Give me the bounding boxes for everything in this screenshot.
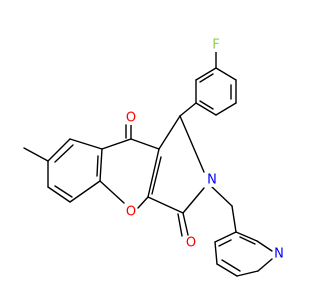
atom-O-ring: O [124,205,138,220]
bond-chromone [99,180,125,204]
bond-benzo [69,138,103,150]
bond-lactam-co2 [177,213,183,237]
bond-n-ch2 [211,186,233,207]
bond-ring1 [195,102,217,116]
atom-N-pyridine: N [272,247,286,262]
atom-label-O-ketone: O [126,111,136,126]
bond-lactam-ring [147,196,184,214]
bond-pyr [214,241,218,265]
bond-lactam-ring [179,115,205,173]
bond-layer [23,51,273,277]
atom-O-lactam: O [184,236,198,251]
bond-chromone [101,138,132,150]
bond-pyr-inner [221,259,241,272]
bond-benzo-inner [54,144,74,163]
bond-methyl [23,147,49,162]
bond-aryl-c1 [179,102,197,117]
bond-pyr [236,270,259,277]
atom-label-O-lactam: O [186,236,196,251]
atom-label-N-lactam: N [207,173,217,188]
atom-N-lactam: N [205,173,219,188]
atom-label-N-pyridine: N [274,247,284,262]
bond-ch2-pyr [231,205,237,233]
atom-label-O-ring: O [126,205,136,220]
bond-benzo-inner [54,185,73,198]
bond-ring1 [215,67,237,81]
bond-pyr [256,240,273,252]
bond-benzo [69,180,101,203]
bond-chromone [130,138,160,150]
bond-lactam-ring [147,148,160,198]
atom-label-F: F [212,38,219,53]
bond-lactam-inner [151,156,162,195]
bond-ring1-inner [199,73,214,83]
bond-lactam-co [182,212,189,236]
bond-lactam-ring [182,187,205,214]
atom-F: F [209,38,223,53]
bond-lactam-ring [158,115,181,150]
atom-O-ketone: O [124,111,138,126]
bond-pyr [235,231,258,242]
bond-ring1 [215,102,237,116]
molecule-structure-diagram: F O O O N N [23,37,286,277]
bond-pyr [216,263,238,277]
bond-benzo-inner [96,155,99,177]
bond-ring1 [195,67,217,81]
bond-pyr-inner [218,239,232,247]
bond-benzo [47,138,71,162]
bond-ring1-inner [199,100,214,110]
bond-chromone [99,148,103,182]
bond-pyr [257,258,273,272]
bond-benzo [47,186,71,203]
bond-pyr [214,231,237,243]
bond-chromone [137,196,149,209]
bond-pyr-inner [239,236,256,245]
